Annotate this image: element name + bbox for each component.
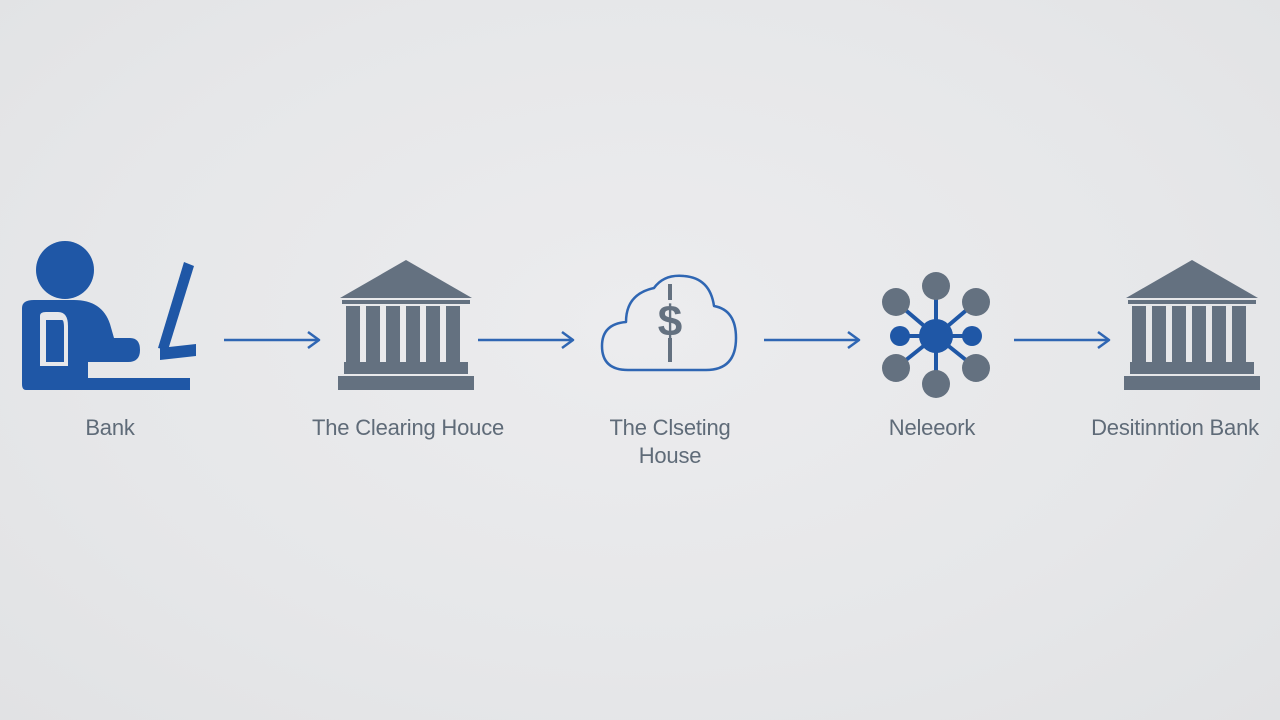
label-network: Neleeork xyxy=(888,415,976,440)
label-bank: Bank xyxy=(85,415,135,440)
arrow-4 xyxy=(1012,330,1112,355)
bank-building-icon xyxy=(336,258,476,392)
arrow-1 xyxy=(222,330,322,355)
svg-text:$: $ xyxy=(658,297,682,346)
label-clearing-house-cloud: The Clseting House xyxy=(609,415,731,468)
person-laptop-icon xyxy=(18,238,200,394)
network-hub-icon xyxy=(874,268,998,402)
cloud-dollar-icon: $ xyxy=(598,270,740,380)
destination-bank-icon xyxy=(1122,258,1262,392)
arrow-3 xyxy=(762,330,862,355)
arrow-2 xyxy=(476,330,576,355)
label-destination-bank: Desitinntion Bank xyxy=(1091,415,1259,440)
label-clearing-house: The Clearing Houce xyxy=(311,415,505,440)
